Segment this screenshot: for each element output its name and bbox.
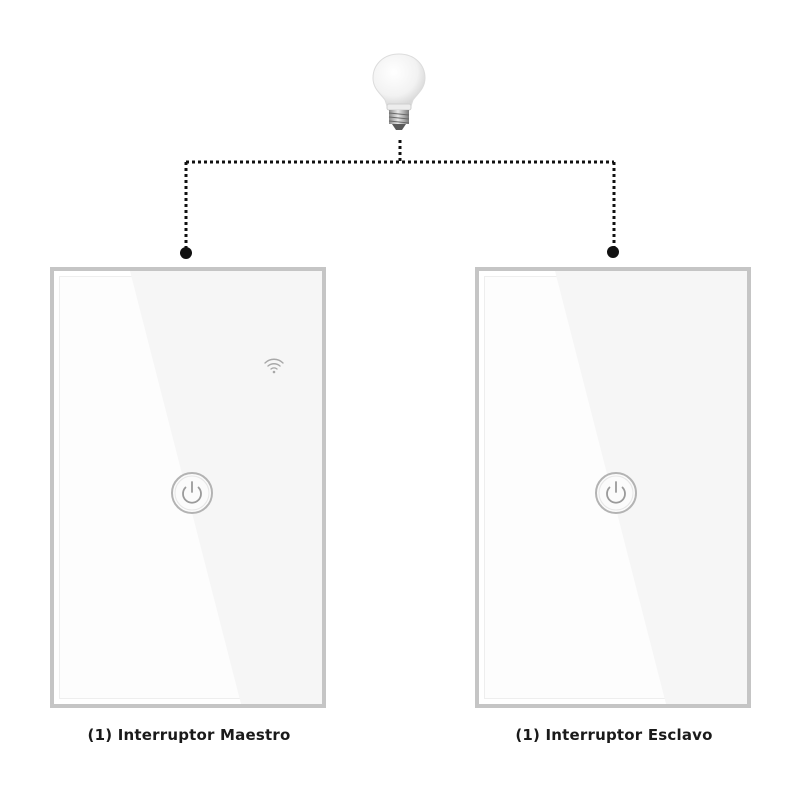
light-bulb-icon [372, 53, 426, 130]
glass-glare [130, 271, 322, 704]
wire-terminal-right [607, 246, 619, 258]
slave-switch-label: (1) Interruptor Esclavo [515, 726, 713, 744]
power-button[interactable] [169, 470, 215, 516]
slave-switch-panel [475, 267, 751, 708]
wifi-icon [264, 358, 284, 374]
wire-terminal-left [180, 247, 192, 259]
master-switch-label: (1) Interruptor Maestro [87, 726, 291, 744]
power-button[interactable] [593, 470, 639, 516]
glass-glare [555, 271, 747, 704]
master-switch-panel [50, 267, 326, 708]
